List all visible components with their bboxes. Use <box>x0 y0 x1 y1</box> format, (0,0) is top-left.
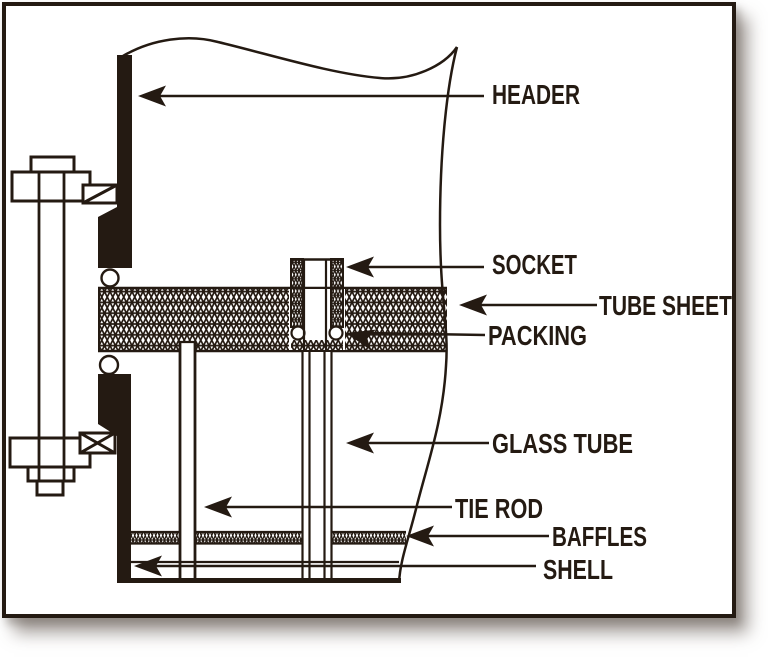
label-glass-tube: GLASS TUBE <box>492 428 633 459</box>
packing-ring-right <box>328 325 344 341</box>
bolt-nut-bottom <box>8 436 92 469</box>
label-packing: PACKING <box>488 320 587 351</box>
diagram-frame: HEADER SOCKET TUBE SHEET PACKING GLASS T… <box>2 2 736 618</box>
baffle-strip <box>131 530 406 545</box>
shell-bottom <box>118 560 401 583</box>
shell-arrowhead <box>134 555 162 577</box>
packing-ring-left <box>290 325 306 341</box>
label-tube-sheet: TUBE SHEET <box>599 290 732 321</box>
label-socket: SOCKET <box>492 249 577 280</box>
header-wall <box>98 55 132 268</box>
bolt-nut-top <box>10 170 92 203</box>
glass-tube-arrowhead <box>346 432 374 454</box>
gasket-ring-bottom <box>98 354 120 376</box>
washer-bottom <box>78 431 117 455</box>
label-tie-rod: TIE ROD <box>455 493 543 524</box>
leader-lines <box>156 94 597 568</box>
baffles-arrowhead <box>406 525 434 547</box>
tube-sheet-hatch <box>98 288 447 351</box>
shell-wall <box>98 374 131 583</box>
tie-rod-arrowhead <box>204 496 232 518</box>
packing-arrowhead <box>346 329 376 350</box>
gasket-ring-top <box>100 268 120 288</box>
tube-sheet-outline <box>98 286 447 353</box>
bolt-head-top <box>29 155 76 174</box>
label-shell: SHELL <box>543 554 613 585</box>
header-arrowhead <box>138 85 166 107</box>
break-line-vertical <box>397 46 459 584</box>
washer-top <box>81 183 119 205</box>
socket-gland <box>289 258 345 352</box>
bolt-step-bottom <box>26 465 76 483</box>
packing-leader <box>365 331 486 337</box>
label-header: HEADER <box>492 79 580 110</box>
heat-exchanger-diagram: HEADER SOCKET TUBE SHEET PACKING GLASS T… <box>8 37 732 585</box>
tie-rod <box>178 340 197 578</box>
arrowheads <box>134 85 487 577</box>
flange-bolt-top <box>10 155 92 203</box>
bolt-end-bottom <box>35 479 65 497</box>
bolt-studs <box>37 172 66 481</box>
socket-arrowhead <box>346 256 374 278</box>
glass-tube <box>301 352 333 578</box>
tube-sheet-arrowhead <box>459 294 487 316</box>
label-baffles: BAFFLES <box>552 521 647 552</box>
break-line-top <box>122 37 459 80</box>
flange-bolt-bottom <box>8 436 92 497</box>
